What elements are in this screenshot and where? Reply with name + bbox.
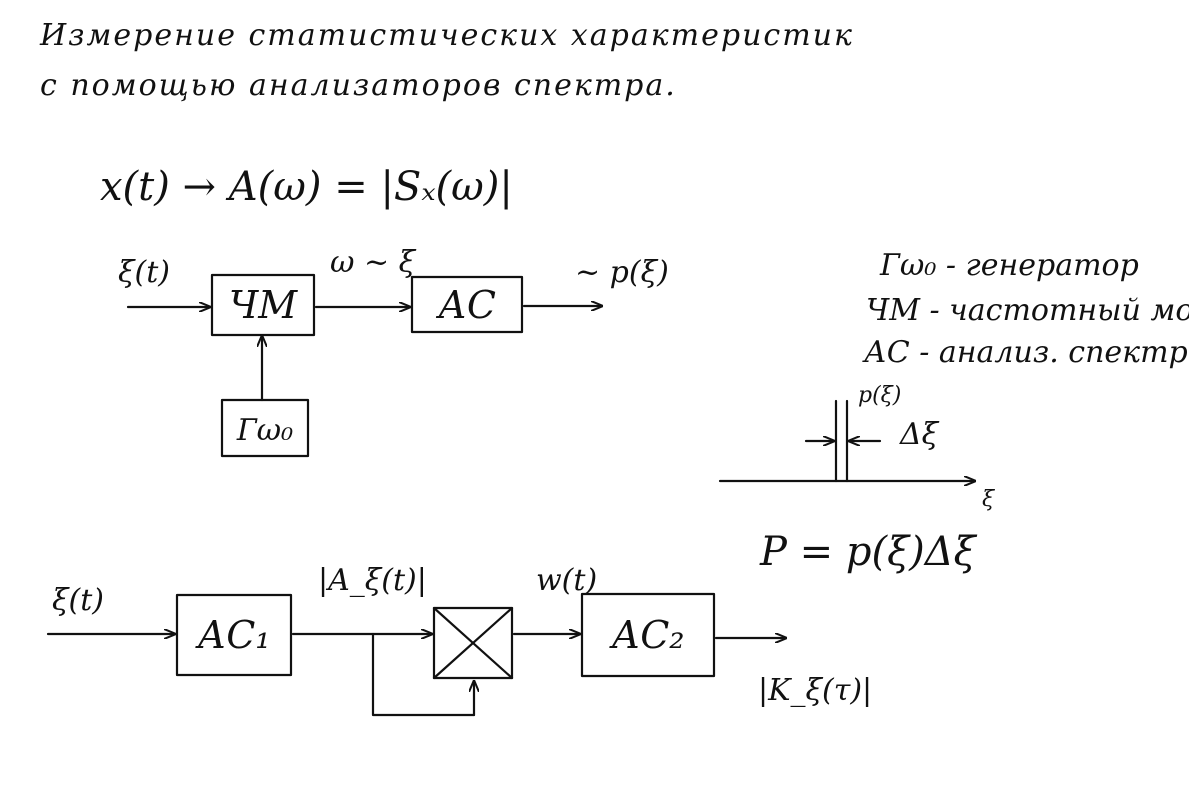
title-line-1: Измерение статистических характеристик xyxy=(39,18,854,53)
title-line-2: с помощью анализаторов спектра. xyxy=(40,68,677,103)
amplitude-label: |A_ξ(t)| xyxy=(318,563,427,598)
ac2-block xyxy=(580,592,716,678)
bottom-output-label: |K_ξ(τ)| xyxy=(758,673,872,708)
legend-item-generator: Гω₀ - генератор xyxy=(879,248,1139,283)
w-label: w(t) xyxy=(536,563,597,598)
spectrum-formula: P = p(ξ)Δξ xyxy=(759,529,978,575)
spectrum-density-label: p(ξ) xyxy=(858,383,901,408)
legend-item-fm: ЧМ - частотный мод xyxy=(866,293,1189,328)
generator-block-label: Гω₀ xyxy=(236,413,293,448)
top-output-label: ~ p(ξ) xyxy=(575,255,669,290)
ac1-block xyxy=(175,593,293,677)
feedback-path xyxy=(371,632,476,717)
ac-block xyxy=(410,275,524,334)
multiplier-block xyxy=(432,606,514,680)
multiplier-cross-2 xyxy=(432,606,514,680)
legend-item-ac: АС - анализ. спектр xyxy=(862,335,1188,370)
ac1-block-label: АС₁ xyxy=(194,613,270,657)
ac2-block-label: АС₂ xyxy=(608,613,684,657)
generator-block xyxy=(220,398,310,458)
top-mid-label: ω ~ ξ xyxy=(330,245,417,280)
main-formula: x(t) → A(ω) = |Sₓ(ω)| xyxy=(100,164,513,210)
fm-block-label: ЧМ xyxy=(229,283,298,327)
bottom-input-label: ξ(t) xyxy=(52,583,104,618)
ac-block-label: АС xyxy=(435,283,496,327)
top-input-label: ξ(t) xyxy=(118,255,170,290)
spectrum-width-label: Δξ xyxy=(899,417,940,452)
spectrum-axis-label: ξ xyxy=(982,487,996,512)
